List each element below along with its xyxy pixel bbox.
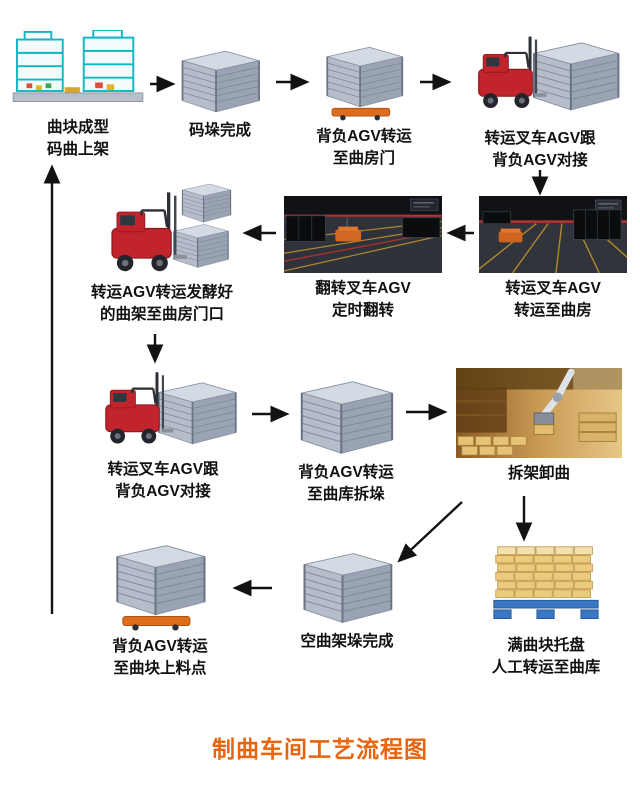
rack-stack-image-2 bbox=[294, 378, 398, 457]
node-unload: 拆架卸曲 bbox=[452, 368, 626, 485]
node-full-pallet-caption: 满曲块托盘 人工转运至曲库 bbox=[491, 637, 601, 676]
node-forming: 曲块成型 码曲上架 bbox=[4, 30, 152, 160]
node-empty-stack-caption: 空曲架垛完成 bbox=[300, 633, 394, 650]
node-to-qufang-caption: 转运叉车AGV 转运至曲房 bbox=[505, 280, 601, 319]
node-dock-mid: 转运叉车AGV跟 背负AGV对接 bbox=[82, 366, 244, 502]
flip-room-image bbox=[284, 196, 442, 273]
node-fermented-out-caption: 转运AGV转运发酵好 的曲架至曲房门口 bbox=[90, 284, 234, 323]
node-dock-top-caption: 转运叉车AGV跟 背负AGV对接 bbox=[484, 130, 596, 169]
node-to-feed: 背负AGV转运 至曲块上料点 bbox=[94, 542, 226, 679]
node-to-qufang-door: 背负AGV转运 至曲房门 bbox=[310, 44, 418, 169]
node-to-depal-caption: 背负AGV转运 至曲库拆垛 bbox=[298, 464, 394, 503]
rack-stack-image bbox=[176, 48, 264, 115]
node-flip-caption: 翻转叉车AGV 定时翻转 bbox=[315, 280, 411, 319]
node-fermented-out: 转运AGV转运发酵好 的曲架至曲房门口 bbox=[84, 180, 240, 325]
node-flip: 翻转叉车AGV 定时翻转 bbox=[282, 196, 444, 321]
node-palletized-caption: 码垛完成 bbox=[188, 122, 251, 139]
node-empty-stack: 空曲架垛完成 bbox=[286, 550, 408, 653]
diagram-title: 制曲车间工艺流程图 bbox=[212, 736, 428, 762]
node-full-pallet: 满曲块托盘 人工转运至曲库 bbox=[474, 542, 618, 678]
node-unload-caption: 拆架卸曲 bbox=[507, 465, 570, 482]
node-dock-mid-caption: 转运叉车AGV跟 背负AGV对接 bbox=[107, 461, 219, 500]
full-pallet-image bbox=[491, 542, 601, 630]
forklift-docking-image-2 bbox=[85, 366, 241, 454]
empty-rack-stack-image bbox=[297, 550, 397, 626]
rack-on-agv-image-2 bbox=[110, 542, 210, 631]
node-to-qufang-door-caption: 背负AGV转运 至曲房门 bbox=[316, 128, 412, 167]
node-dock-top: 转运叉车AGV跟 背负AGV对接 bbox=[452, 32, 628, 171]
arrow-unload-to-emptystack bbox=[397, 501, 463, 563]
forklift-with-racks-image bbox=[89, 180, 235, 277]
forming-machines-image bbox=[11, 30, 145, 112]
node-palletized: 码垛完成 bbox=[168, 48, 272, 142]
qufang-room-image bbox=[479, 196, 627, 273]
robot-unload-image bbox=[456, 368, 622, 458]
forklift-docking-image bbox=[456, 32, 624, 123]
node-to-feed-caption: 背负AGV转运 至曲块上料点 bbox=[112, 638, 208, 677]
node-to-qufang: 转运叉车AGV 转运至曲房 bbox=[478, 196, 628, 321]
node-to-depal: 背负AGV转运 至曲库拆垛 bbox=[284, 378, 408, 505]
rack-on-agv-image bbox=[321, 44, 407, 121]
node-forming-caption: 曲块成型 码曲上架 bbox=[46, 119, 109, 158]
